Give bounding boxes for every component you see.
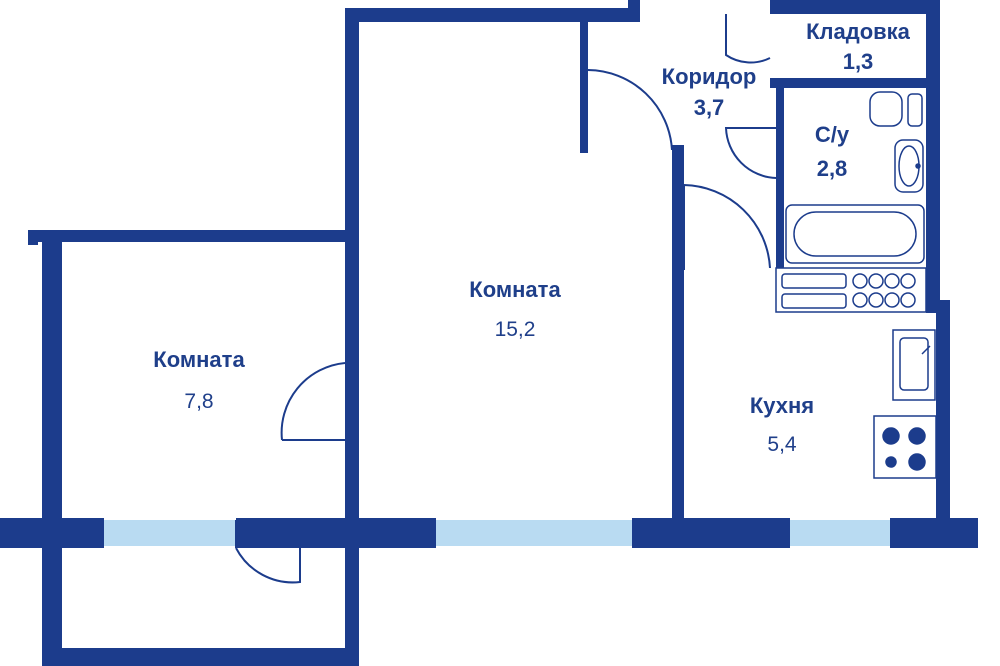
room-name: Комната — [153, 347, 245, 372]
door-closet — [725, 14, 771, 64]
window-kitchen — [790, 520, 890, 546]
walls — [0, 0, 978, 666]
bathtub-icon — [785, 204, 925, 264]
room-big: Комната 15,2 — [469, 277, 561, 341]
room-area: 3,7 — [694, 95, 725, 120]
room-area: 15,2 — [495, 318, 536, 341]
door-kitchen — [683, 184, 771, 270]
room-area: 5,4 — [767, 433, 797, 456]
room-name: Кладовка — [806, 19, 911, 44]
room-closet: Кладовка 1,3 — [806, 19, 911, 74]
room-area: 1,3 — [843, 49, 874, 74]
kitchen-counter-icon — [775, 267, 927, 313]
toilet-icon — [869, 91, 923, 127]
doors — [235, 14, 777, 584]
windows — [104, 520, 890, 546]
room-bathroom: С/у 2,8 — [815, 122, 850, 181]
door-big-room — [587, 69, 673, 151]
room-corridor: Коридор 3,7 — [662, 64, 757, 120]
stove-icon — [873, 415, 937, 479]
room-small: Комната 7,8 — [153, 347, 245, 413]
room-name: Кухня — [750, 393, 814, 418]
door-bathroom — [724, 127, 777, 179]
kitchen-sink-icon — [892, 329, 936, 401]
room-area: 7,8 — [184, 390, 213, 413]
window-left-room — [104, 520, 236, 546]
room-kitchen: Кухня 5,4 — [750, 393, 814, 456]
room-name: Коридор — [662, 64, 757, 89]
sink-icon — [894, 139, 924, 193]
window-big-room — [436, 520, 632, 546]
room-name: С/у — [815, 122, 850, 147]
room-area: 2,8 — [817, 156, 848, 181]
door-left-room — [280, 362, 346, 441]
room-name: Комната — [469, 277, 561, 302]
door-balcony — [235, 520, 301, 584]
